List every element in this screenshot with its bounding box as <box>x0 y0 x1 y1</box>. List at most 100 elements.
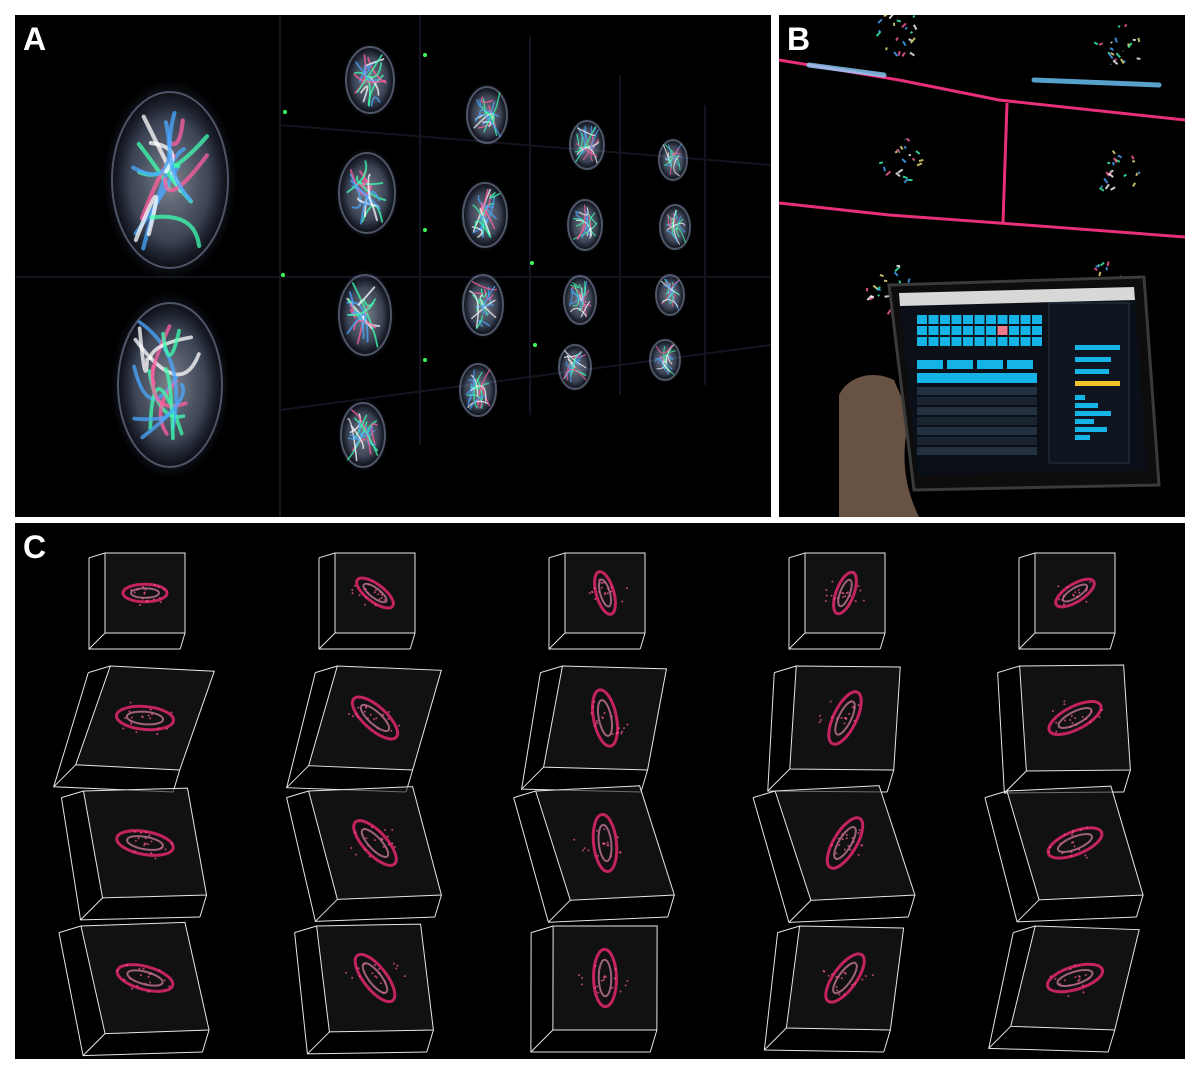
galaxy-cube-icon <box>520 665 668 793</box>
tablet-grid-cell[interactable] <box>917 337 927 346</box>
tablet-grid-cell[interactable] <box>1020 315 1031 324</box>
tablet-grid-cell[interactable] <box>940 315 950 324</box>
tablet-grid-cell[interactable] <box>1020 326 1031 335</box>
galaxy-particle-ring <box>1046 826 1104 860</box>
brain-visualization-icon <box>561 272 599 328</box>
tablet-grid-cell[interactable] <box>1032 326 1042 335</box>
galaxy-particle-ring <box>592 947 618 1009</box>
tablet-bar <box>1075 427 1107 432</box>
galaxy-cube-icon <box>513 785 676 923</box>
tablet-grid-cell[interactable] <box>951 315 962 324</box>
galaxy-cube-icon <box>286 786 443 922</box>
tablet-slider[interactable] <box>1075 369 1109 374</box>
galaxy-particle-ring <box>824 952 866 1004</box>
galaxy-particle-ring <box>1047 699 1103 737</box>
brain-visualization-icon <box>1098 150 1141 192</box>
tablet-bar <box>1075 395 1085 400</box>
tablet-grid-cell[interactable] <box>940 337 950 346</box>
tablet-grid-cell[interactable] <box>986 337 996 346</box>
galaxy-particle-ring <box>350 695 400 741</box>
galaxy-cube-icon <box>318 552 416 650</box>
panel-c-label: C <box>23 529 47 565</box>
galaxy-cube-icon <box>58 921 210 1057</box>
tablet-grid-cell[interactable] <box>963 315 973 324</box>
tablet-grid-cell[interactable] <box>963 326 973 335</box>
tablet-slider[interactable] <box>1075 357 1111 362</box>
galaxy-particle-ring <box>593 570 617 616</box>
tablet-table-row[interactable] <box>917 397 1037 405</box>
tablet-grid-cell[interactable] <box>951 326 962 335</box>
brain-visualization-icon <box>653 272 687 318</box>
tablet-grid-cell[interactable] <box>917 315 927 324</box>
brain-visualization-icon <box>335 269 395 361</box>
galaxy-cube-icon <box>53 665 215 793</box>
tablet-bar <box>1075 419 1094 424</box>
tablet-grid-cell[interactable] <box>940 326 950 335</box>
tablet-tab[interactable] <box>947 360 973 369</box>
tablet-table-row[interactable] <box>917 437 1037 445</box>
galaxy-particle-ring <box>832 570 858 616</box>
tablet-table-row[interactable] <box>917 417 1037 425</box>
brain-visualization-icon <box>459 178 511 252</box>
tablet-grid-cell[interactable] <box>1009 315 1019 324</box>
brain-visualization-icon <box>457 360 499 420</box>
indicator-light <box>423 228 427 232</box>
brain-visualizations <box>103 42 693 480</box>
tablet-grid-cell[interactable] <box>1020 337 1031 346</box>
tablet-tab[interactable] <box>1007 360 1033 369</box>
tablet-grid-cell[interactable] <box>997 337 1008 346</box>
tablet-table-row[interactable] <box>917 407 1037 415</box>
tablet-ui-grid <box>917 302 1130 464</box>
tablet-grid-cell[interactable] <box>1032 337 1042 346</box>
tablet-grid-cell[interactable] <box>1009 337 1019 346</box>
tablet-grid-cell[interactable] <box>997 315 1008 324</box>
brain-visualization-icon <box>656 137 690 183</box>
galaxy-cube-icon <box>530 925 658 1053</box>
tablet-grid-cell[interactable] <box>1032 315 1042 324</box>
brain-visualization-icon <box>334 147 400 239</box>
brain-visualization-icon <box>460 270 506 340</box>
tablet-tab[interactable] <box>977 360 1003 369</box>
galaxy-particle-ring <box>1045 962 1105 994</box>
tablet-grid-cell[interactable] <box>963 337 973 346</box>
galaxy-cube-icon <box>752 785 916 923</box>
brain-visualization-icon <box>657 201 693 253</box>
tablet-table-row[interactable] <box>917 387 1037 395</box>
tablet-slider[interactable] <box>1075 345 1120 350</box>
tablet-grid-cell[interactable] <box>928 337 939 346</box>
tablet-grid-cell[interactable] <box>917 326 927 335</box>
tablet-table-row[interactable] <box>917 427 1037 435</box>
tablet-bar <box>1075 403 1098 408</box>
tablet-grid-cell[interactable] <box>997 326 1008 335</box>
galaxy-particle-ring <box>353 952 397 1004</box>
tablet-grid-cell[interactable] <box>974 337 985 346</box>
screen-frame-lines <box>779 58 1185 239</box>
brain-visualization-icon <box>1093 23 1141 65</box>
brain-visualization-icon <box>464 82 510 148</box>
tablet-grid-cell[interactable] <box>974 326 985 335</box>
galaxy-cube-icon <box>294 923 434 1055</box>
tablet-grid-cell[interactable] <box>928 326 939 335</box>
brain-visualization-icon <box>556 341 594 393</box>
panel-a-label: A <box>23 21 47 57</box>
tablet-grid-cell[interactable] <box>974 315 985 324</box>
panel-b-tablet-photo: B <box>779 15 1185 517</box>
brain-visualization-icon <box>337 398 389 472</box>
tablet-table-row[interactable] <box>917 447 1037 455</box>
indicator-light <box>283 110 287 114</box>
tablet-tab[interactable] <box>917 360 943 369</box>
galaxy-cube-icon <box>997 664 1131 794</box>
galaxy-cube-icon <box>88 552 186 650</box>
galaxy-cube-icon <box>984 785 1144 923</box>
tablet-grid-cell[interactable] <box>986 315 996 324</box>
screen-bezels <box>15 15 771 517</box>
tablet-grid-cell[interactable] <box>928 315 939 324</box>
tablet-slider[interactable] <box>1075 381 1120 386</box>
tablet-grid-cell[interactable] <box>951 337 962 346</box>
tablet-grid-cell[interactable] <box>986 326 996 335</box>
brain-visualization-icon <box>103 78 237 282</box>
tablet-toolbar[interactable] <box>917 373 1037 383</box>
indicator-light <box>423 53 427 57</box>
tablet-grid-cell[interactable] <box>1009 326 1019 335</box>
galaxy-cube-icon <box>60 787 208 921</box>
